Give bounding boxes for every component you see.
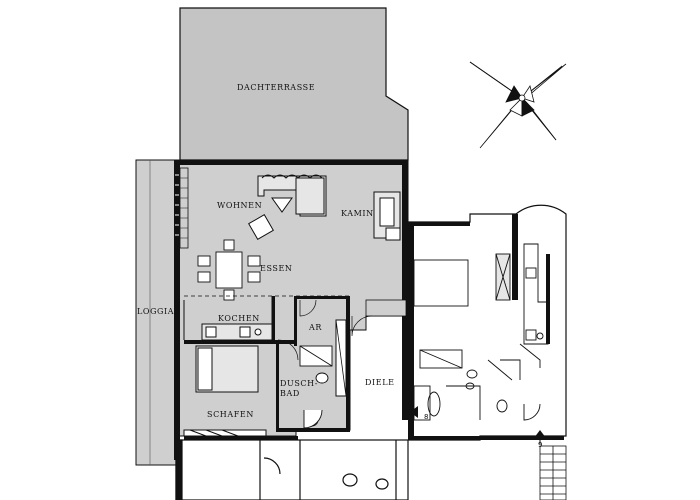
outer-wall-left bbox=[174, 160, 180, 460]
neighbour-unit bbox=[408, 204, 567, 441]
bedroom-furniture bbox=[183, 345, 267, 437]
interior-walls bbox=[184, 296, 407, 440]
entrance-arrow-9 bbox=[534, 430, 546, 438]
window-left bbox=[175, 174, 179, 236]
neighbour-furniture bbox=[413, 243, 549, 421]
door-swings bbox=[277, 315, 373, 361]
loggia-area bbox=[135, 159, 177, 466]
label-wohnen: WOHNEN bbox=[217, 201, 263, 210]
label-dachterrasse: DACHTERRASSE bbox=[237, 83, 316, 92]
label-kamin: KAMIN bbox=[341, 209, 374, 218]
outer-wall-right bbox=[402, 160, 408, 420]
ar-door-swing bbox=[299, 299, 317, 317]
lower-rooms bbox=[175, 439, 409, 500]
dining-set bbox=[197, 239, 261, 301]
label-ar: AR bbox=[309, 323, 323, 332]
compass-rose bbox=[469, 61, 567, 149]
label-duschbad-line2: BAD bbox=[280, 389, 300, 398]
staircase bbox=[539, 445, 567, 500]
label-schafen: SCHAFEN bbox=[207, 410, 254, 419]
sofa-group bbox=[248, 174, 327, 240]
entrance-arrow-8 bbox=[410, 406, 418, 418]
fireplace bbox=[373, 191, 401, 241]
marker-9: 9 bbox=[538, 441, 543, 449]
label-diele: DIELE bbox=[365, 378, 395, 387]
label-loggia: LOGGIA bbox=[137, 307, 175, 316]
label-kochen: KOCHEN bbox=[218, 314, 260, 323]
outer-wall-top bbox=[174, 160, 408, 165]
label-duschbad-line1: DUSCH- bbox=[280, 379, 319, 388]
label-essen: ESSEN bbox=[260, 264, 293, 273]
marker-8: 8 bbox=[424, 413, 429, 421]
bathroom-fixtures bbox=[299, 345, 333, 429]
